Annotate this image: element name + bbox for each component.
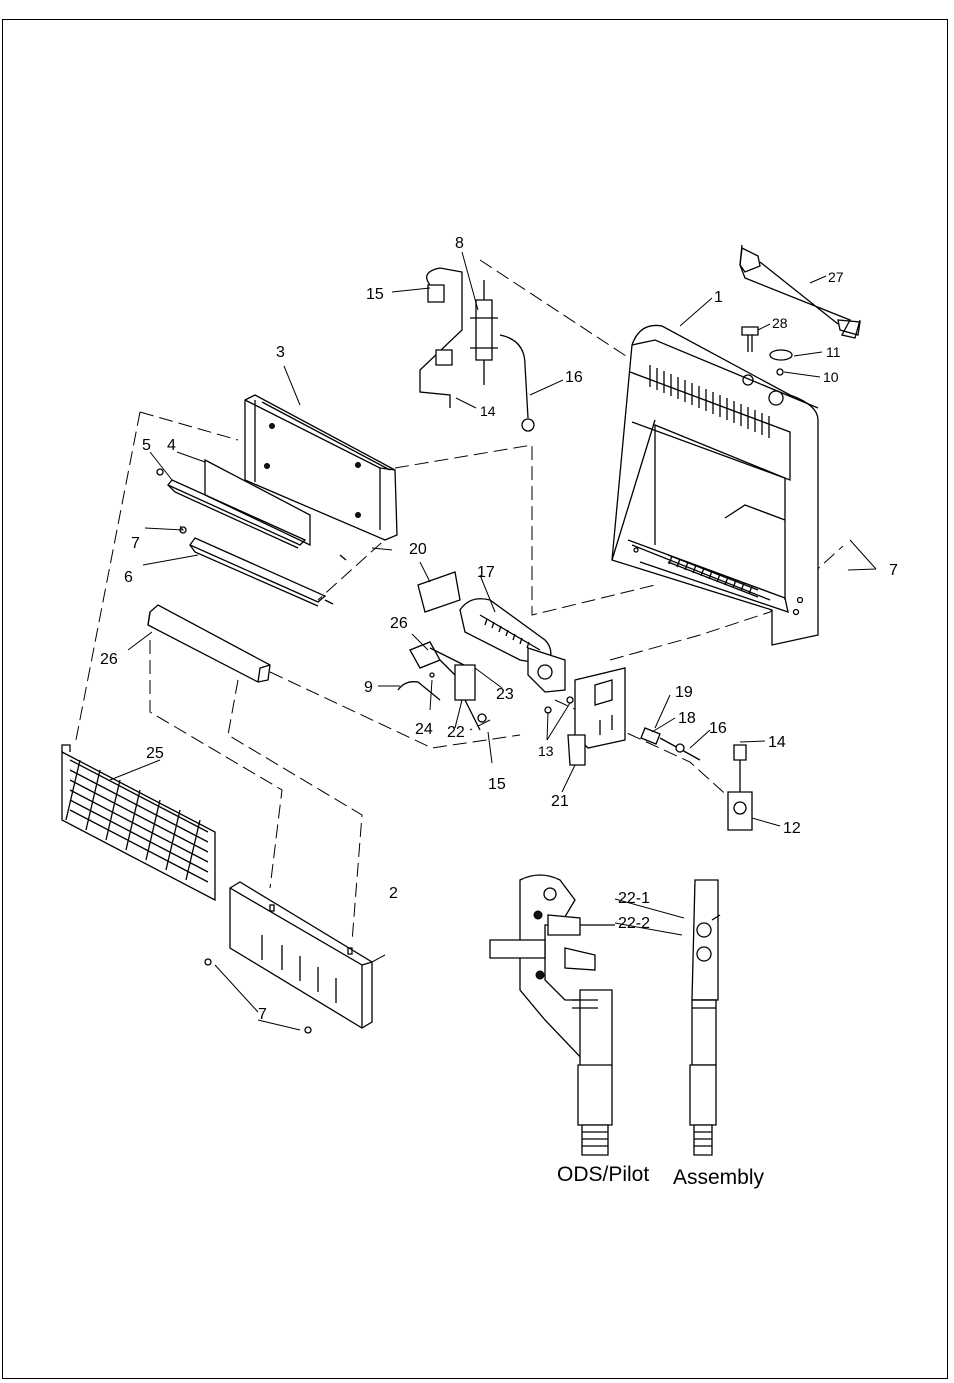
callout-10: 10 [823,369,839,385]
callout-22-1: 22-1 [618,890,650,907]
cabinet-bottom-louvers [667,554,759,598]
part-2-front-panel [204,881,373,1034]
callout-23: 23 [496,686,514,703]
callout-5: 5 [142,437,151,454]
callout-16-top: 16 [565,369,583,386]
callout-6: 6 [124,569,133,586]
callout-27: 27 [828,269,844,285]
page-frame [2,19,948,1379]
part-1-cabinet [611,324,819,646]
part-27-wall-bracket [739,244,861,339]
callout-9: 9 [364,679,373,696]
ods-pilot-assembly-side [489,874,615,1156]
callout-20: 20 [409,541,427,558]
callout-24: 24 [415,721,433,738]
callout-16-bottom: 16 [709,720,727,737]
callout-18: 18 [678,710,696,727]
part-10-ball [776,368,784,376]
callout-26-left: 26 [100,651,118,668]
callout-3: 3 [276,344,285,361]
callout-7-bottom: 7 [258,1006,267,1023]
ods-pilot-caption-line-b: Assembly [673,1166,765,1189]
callout-15-bottom: 15 [488,776,506,793]
callout-14-top: 14 [480,403,496,419]
callout-numbers: 1 2 3 4 5 6 7 7 7 8 9 10 11 12 13 14 14 … [100,235,898,1023]
callout-7-right: 7 [889,562,898,579]
callout-1: 1 [714,289,723,306]
callout-11: 11 [826,344,841,360]
part-8-regulator-assembly [419,267,535,432]
callout-22: 22 [447,724,465,741]
callout-21: 21 [551,793,569,810]
ods-pilot-assembly-front [689,879,721,1156]
cabinet-top-louvers [649,365,770,438]
callout-26-pilot: 26 [390,615,408,632]
callout-13: 13 [538,743,554,759]
ods-pilot-caption-line-a: ODS/Pilot [557,1163,649,1186]
callout-25: 25 [146,745,164,762]
callout-15-top: 15 [366,286,384,303]
callout-12: 12 [783,820,801,837]
part-5-upper-bracket [156,468,307,549]
callout-leader-lines [109,251,877,1031]
callout-14-valve: 14 [768,734,786,751]
part-3-back-panel [244,394,398,541]
part-17-burner [459,598,566,693]
callout-7-left: 7 [131,535,140,552]
part-6-lower-bracket [179,526,347,607]
callout-28: 28 [772,315,788,331]
part-18-19-fittings [640,727,701,761]
callout-4: 4 [167,437,176,454]
part-28-knob [741,326,759,352]
callout-19: 19 [675,684,693,701]
part-26-top-deflector [147,604,271,683]
part-11-ring [769,349,793,361]
part-20-shield [417,571,461,613]
part-25-grille-screen [61,744,216,902]
callout-8: 8 [455,235,464,252]
callout-17: 17 [477,564,495,581]
part-12-control-valve [727,744,753,831]
callout-22-2: 22-2 [618,915,650,932]
callout-2: 2 [389,885,398,902]
part-9-23-24-26-pilot-parts [397,641,487,731]
part-4-glass [204,458,311,547]
